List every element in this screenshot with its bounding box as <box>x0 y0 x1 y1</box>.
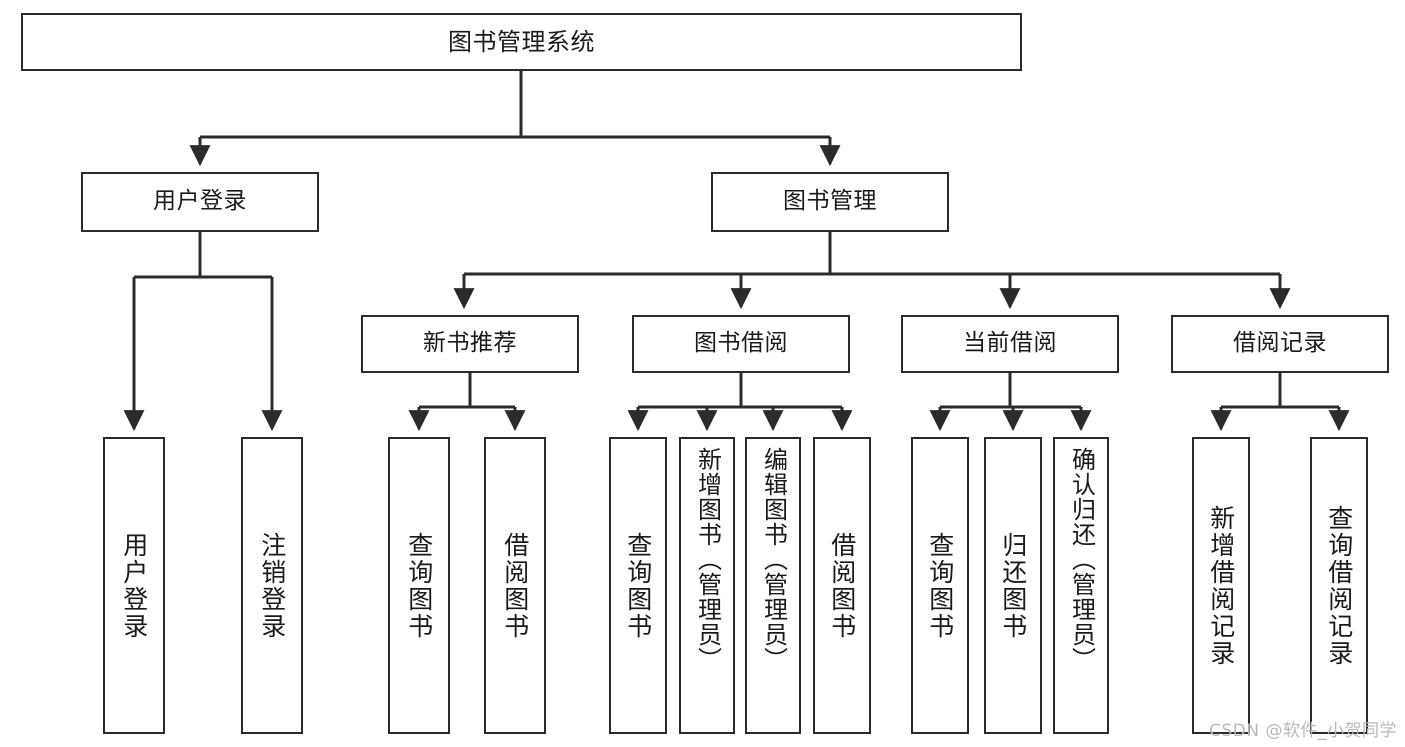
node-leaf-borrow-book-1-label: 借阅图书 <box>500 531 530 640</box>
node-leaf-add-record-label: 新增借阅记录 <box>1206 504 1236 667</box>
node-borrow-record[interactable]: 借阅记录 <box>1171 315 1389 373</box>
node-leaf-add-book[interactable]: 新增图书（管理员） <box>679 437 735 734</box>
node-book-borrow-label: 图书借阅 <box>694 330 788 357</box>
node-leaf-borrow-book-2[interactable]: 借阅图书 <box>813 437 871 734</box>
node-leaf-borrow-book-2-label: 借阅图书 <box>827 531 857 640</box>
node-user-login-label: 用户登录 <box>153 188 247 215</box>
node-user-login[interactable]: 用户登录 <box>81 172 319 232</box>
node-leaf-add-record[interactable]: 新增借阅记录 <box>1192 437 1250 734</box>
node-leaf-confirm-return[interactable]: 确认归还（管理员） <box>1053 437 1109 734</box>
node-leaf-return-book-label: 归还图书 <box>998 531 1028 640</box>
node-leaf-add-book-label: 新增图书（管理员） <box>693 447 722 672</box>
node-current-borrow-label: 当前借阅 <box>963 330 1057 357</box>
node-root-label: 图书管理系统 <box>448 27 595 56</box>
node-book-manage[interactable]: 图书管理 <box>711 172 949 232</box>
node-leaf-edit-book-label: 编辑图书（管理员） <box>759 447 788 672</box>
node-book-borrow[interactable]: 图书借阅 <box>632 315 850 373</box>
node-leaf-logout[interactable]: 注销登录 <box>241 437 303 734</box>
node-leaf-query-book-3[interactable]: 查询图书 <box>911 437 969 734</box>
node-leaf-query-book-3-label: 查询图书 <box>925 531 955 640</box>
watermark: CSDN @软件_小贺同学 <box>1209 721 1397 741</box>
node-book-manage-label: 图书管理 <box>783 188 877 215</box>
node-leaf-query-book-1-label: 查询图书 <box>404 531 434 640</box>
node-leaf-query-record[interactable]: 查询借阅记录 <box>1310 437 1368 734</box>
node-leaf-user-login[interactable]: 用户登录 <box>103 437 165 734</box>
node-current-borrow[interactable]: 当前借阅 <box>901 315 1119 373</box>
node-borrow-record-label: 借阅记录 <box>1233 330 1327 357</box>
node-root[interactable]: 图书管理系统 <box>21 13 1022 71</box>
node-leaf-query-book-1[interactable]: 查询图书 <box>388 437 450 734</box>
node-leaf-return-book[interactable]: 归还图书 <box>984 437 1042 734</box>
node-leaf-edit-book[interactable]: 编辑图书（管理员） <box>745 437 801 734</box>
node-leaf-query-book-2-label: 查询图书 <box>623 531 653 640</box>
node-new-book-rec-label: 新书推荐 <box>423 330 517 357</box>
node-leaf-user-login-label: 用户登录 <box>119 531 149 640</box>
node-leaf-query-book-2[interactable]: 查询图书 <box>609 437 667 734</box>
node-new-book-rec[interactable]: 新书推荐 <box>361 315 579 373</box>
node-leaf-confirm-return-label: 确认归还（管理员） <box>1067 447 1096 672</box>
node-leaf-logout-label: 注销登录 <box>257 531 287 640</box>
node-leaf-query-record-label: 查询借阅记录 <box>1324 504 1354 667</box>
node-leaf-borrow-book-1[interactable]: 借阅图书 <box>484 437 546 734</box>
